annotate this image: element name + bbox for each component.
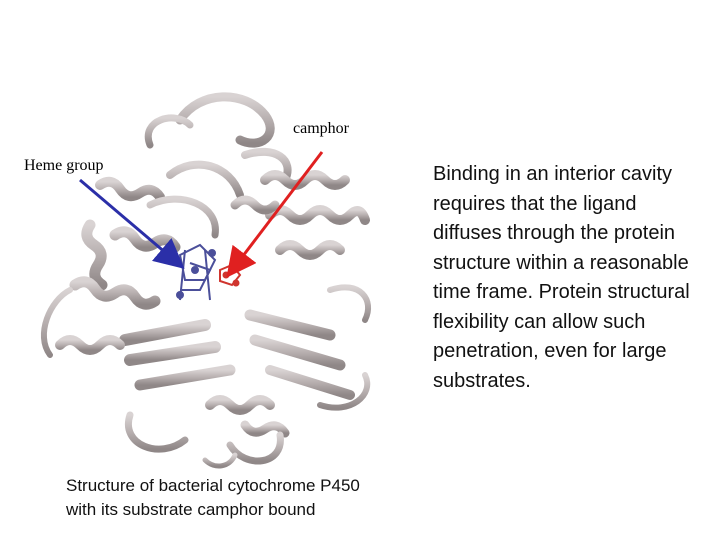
figure-caption: Structure of bacterial cytochrome P450 w… [66,476,360,519]
heme-group-label: Heme group [24,157,104,174]
protein-structure-figure [40,92,372,469]
protein-ribbon [40,92,372,469]
description-text: Binding in an interior cavity requires t… [433,163,690,392]
camphor-structure [219,263,242,287]
camphor-label: camphor [293,120,349,137]
heme-group-structure [176,243,217,301]
